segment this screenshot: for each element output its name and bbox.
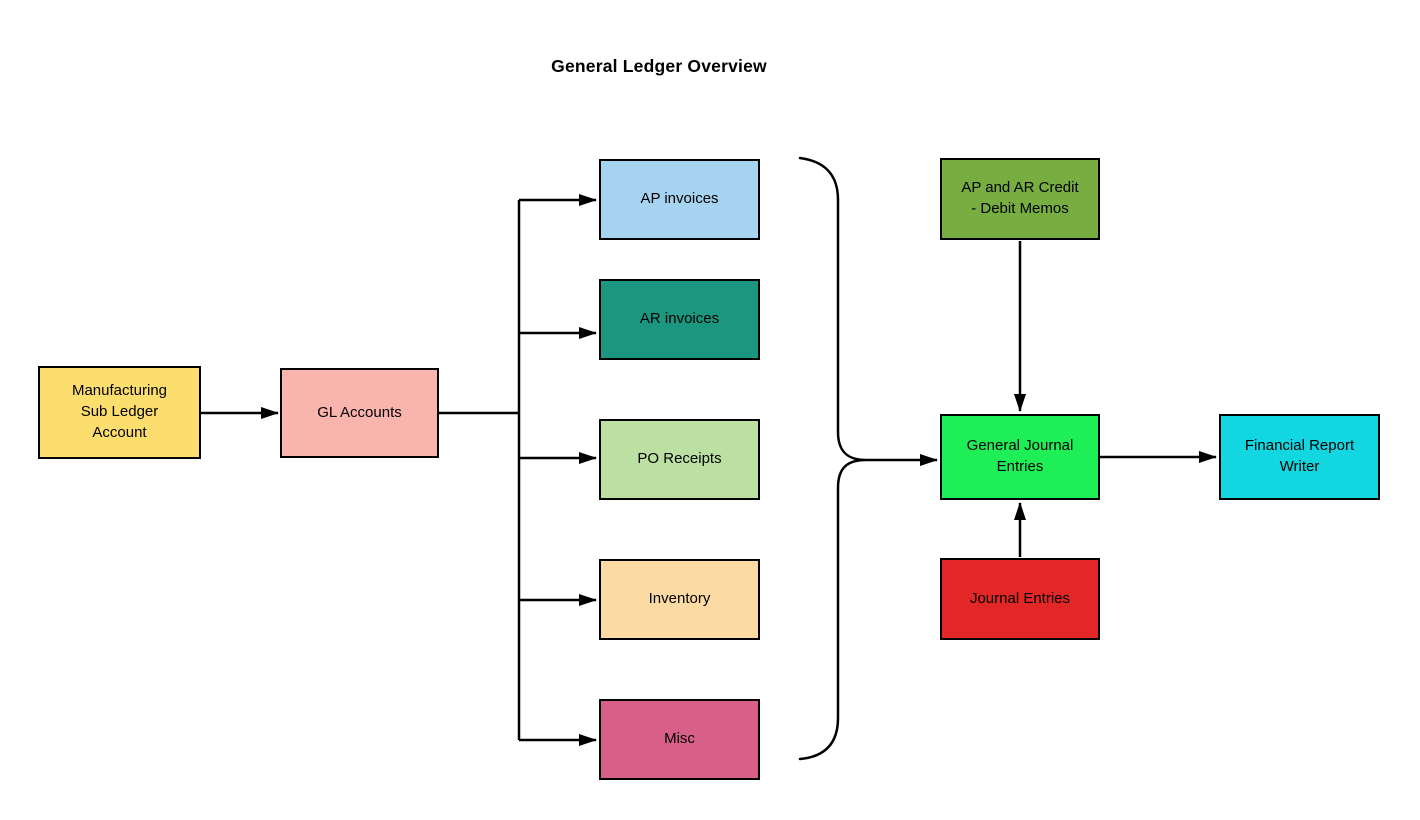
node-label: Inventory <box>648 590 711 608</box>
node-label: GL Accounts <box>317 403 402 421</box>
node-manufacturing-sub-ledger-account: Manufacturing Sub Ledger Account <box>38 366 201 459</box>
node-gl-accounts: GL Accounts <box>280 368 439 458</box>
node-journal-entries: Journal Entries <box>940 558 1100 640</box>
node-label: AP invoices <box>640 190 719 208</box>
node-label: PO Receipts <box>637 450 722 468</box>
node-inventory: Inventory <box>599 559 760 640</box>
node-label: AR invoices <box>639 310 720 328</box>
brace-converge-connector <box>798 156 867 761</box>
node-financial-report-writer: Financial Report Writer <box>1219 414 1380 500</box>
node-label: Journal Entries <box>969 589 1071 607</box>
node-label: AP and AR Credit - Debit Memos <box>961 179 1079 217</box>
node-label: General Journal Entries <box>966 437 1074 475</box>
node-general-journal-entries: General Journal Entries <box>940 414 1100 500</box>
node-label: Misc <box>664 730 695 748</box>
node-ap-invoices: AP invoices <box>599 159 760 240</box>
node-misc: Misc <box>599 699 760 780</box>
node-po-receipts: PO Receipts <box>599 419 760 500</box>
diagram-title: General Ledger Overview <box>551 56 767 76</box>
node-ar-invoices: AR invoices <box>599 279 760 360</box>
node-label: Financial Report Writer <box>1244 437 1355 475</box>
gl-fanout-trunk <box>439 200 521 740</box>
node-label: Manufacturing Sub Ledger Account <box>71 382 168 441</box>
node-ap-ar-credit-debit-memos: AP and AR Credit - Debit Memos <box>940 158 1100 240</box>
